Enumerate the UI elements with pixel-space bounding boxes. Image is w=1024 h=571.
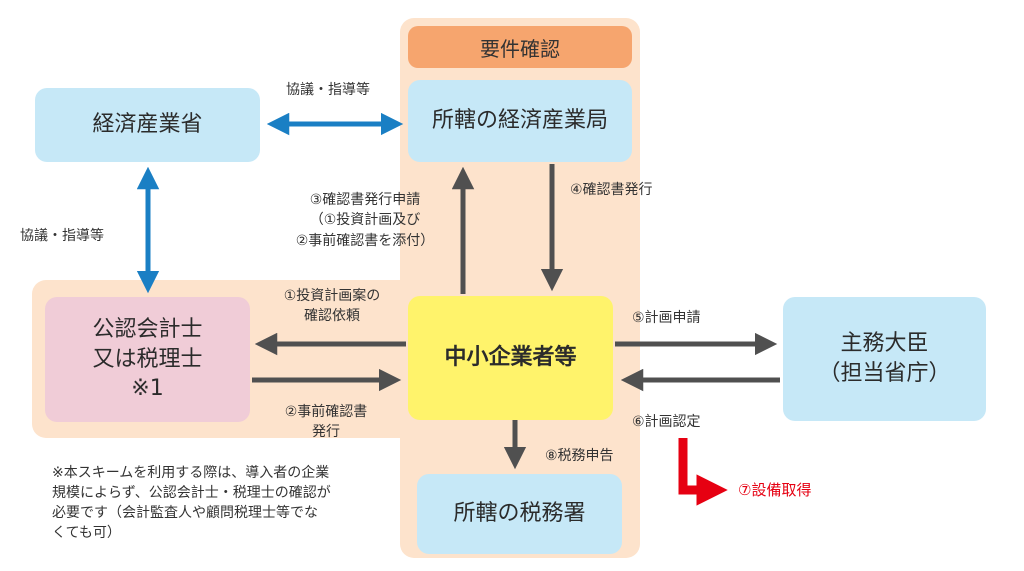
- step3-label: ③確認書発行申請 （①投資計画及び ②事前確認書を添付）: [295, 192, 435, 249]
- regional-bureau-box: 所轄の経済産業局: [408, 80, 632, 162]
- consult-label-left: 協議・指導等: [20, 228, 104, 244]
- footnote: ※本スキームを利用する際は、導入者の企業 規模によらず、公認会計士・税理士の確認…: [52, 465, 331, 541]
- minister-box: 主務大臣 （担当省庁）: [783, 297, 986, 421]
- step2-label: ②事前確認書 発行: [284, 404, 368, 441]
- step5-label: ⑤計画申請: [632, 310, 701, 326]
- sme-box: 中小企業者等: [408, 296, 613, 420]
- tax-office-box: 所轄の税務署: [417, 474, 622, 554]
- step8-label: ⑧税務申告: [545, 448, 614, 464]
- step4-label: ④確認書発行: [570, 182, 653, 198]
- accountant-box: 公認会計士 又は税理士 ※1: [45, 297, 250, 422]
- consult-label-top: 協議・指導等: [286, 82, 370, 98]
- step7-arrow: [678, 438, 728, 506]
- requirement-check-header: 要件確認: [408, 26, 632, 68]
- meti-box: 経済産業省: [35, 88, 260, 162]
- step1-label: ①投資計画案の 確認依頼: [283, 288, 381, 325]
- step6-label: ⑥計画認定: [632, 414, 701, 430]
- step7-label: ⑦設備取得: [738, 481, 812, 499]
